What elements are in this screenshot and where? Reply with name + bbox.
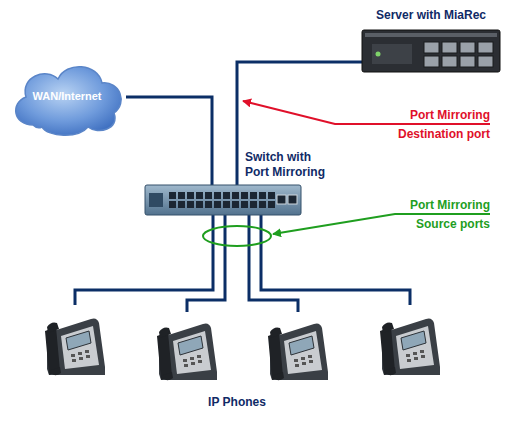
drive-bay xyxy=(442,56,457,67)
switch-port xyxy=(250,192,257,199)
switch-port xyxy=(241,192,248,199)
server-box: Server with MiaRec xyxy=(362,30,500,72)
phone-wire xyxy=(75,215,213,305)
destination-leader xyxy=(243,101,490,124)
switch-logo xyxy=(149,193,163,207)
wan-cloud: WAN/Internet xyxy=(8,55,126,139)
switch-box: Switch with Port Mirroring xyxy=(145,185,301,215)
drive-bay xyxy=(478,56,493,67)
switch-port xyxy=(232,192,239,199)
ip-phone xyxy=(268,324,328,381)
source-leader xyxy=(273,214,490,234)
switch-port xyxy=(205,192,212,199)
server-trim xyxy=(365,33,497,37)
switch-port xyxy=(196,201,203,208)
switch-port xyxy=(268,201,275,208)
node-label: WAN/Internet xyxy=(8,89,126,104)
switch-chassis xyxy=(145,185,301,215)
node-label: Server with MiaRec xyxy=(352,8,510,23)
uplink-port xyxy=(288,195,297,204)
switch-port xyxy=(178,192,185,199)
phone-wire xyxy=(249,215,298,312)
server-chassis xyxy=(362,30,500,72)
switch-port xyxy=(223,201,230,208)
switch-port xyxy=(259,192,266,199)
switch-port xyxy=(178,201,185,208)
drive-bay xyxy=(442,42,457,53)
switch-port xyxy=(169,192,176,199)
group-caption: IP Phones xyxy=(167,395,307,410)
switch-port xyxy=(187,201,194,208)
callout-text: Port Mirroring xyxy=(410,198,490,213)
callout-text: Port Mirroring xyxy=(410,108,490,123)
switch-port xyxy=(232,201,239,208)
drive-bay xyxy=(460,42,475,53)
drive-bay xyxy=(478,42,493,53)
server-outline xyxy=(362,30,500,72)
ip-phone xyxy=(45,319,105,376)
switch-port xyxy=(214,192,221,199)
switch-port xyxy=(196,192,203,199)
callout-text: Source ports xyxy=(416,217,490,232)
callout-text: Destination port xyxy=(398,127,490,142)
switch-port xyxy=(214,201,221,208)
phone-wire xyxy=(261,215,410,305)
ip-phone xyxy=(157,324,217,381)
switch-port xyxy=(268,192,275,199)
node-label: Switch with Port Mirroring xyxy=(245,150,337,180)
power-led xyxy=(376,52,381,57)
switch-port xyxy=(241,201,248,208)
uplink-port xyxy=(277,195,286,204)
switch-port xyxy=(169,201,176,208)
phone-wire xyxy=(187,215,225,312)
switch-port xyxy=(223,192,230,199)
network-link xyxy=(237,62,362,185)
network-link xyxy=(126,97,212,185)
source-ports-ring xyxy=(203,226,271,246)
drive-bay xyxy=(424,42,439,53)
switch-port xyxy=(250,201,257,208)
switch-port xyxy=(187,192,194,199)
switch-outline xyxy=(145,185,301,215)
switch-port xyxy=(259,201,266,208)
drive-bay xyxy=(424,56,439,67)
drive-bay xyxy=(460,56,475,67)
ip-phone xyxy=(380,319,440,376)
switch-port xyxy=(205,201,212,208)
server-panel xyxy=(372,44,412,64)
